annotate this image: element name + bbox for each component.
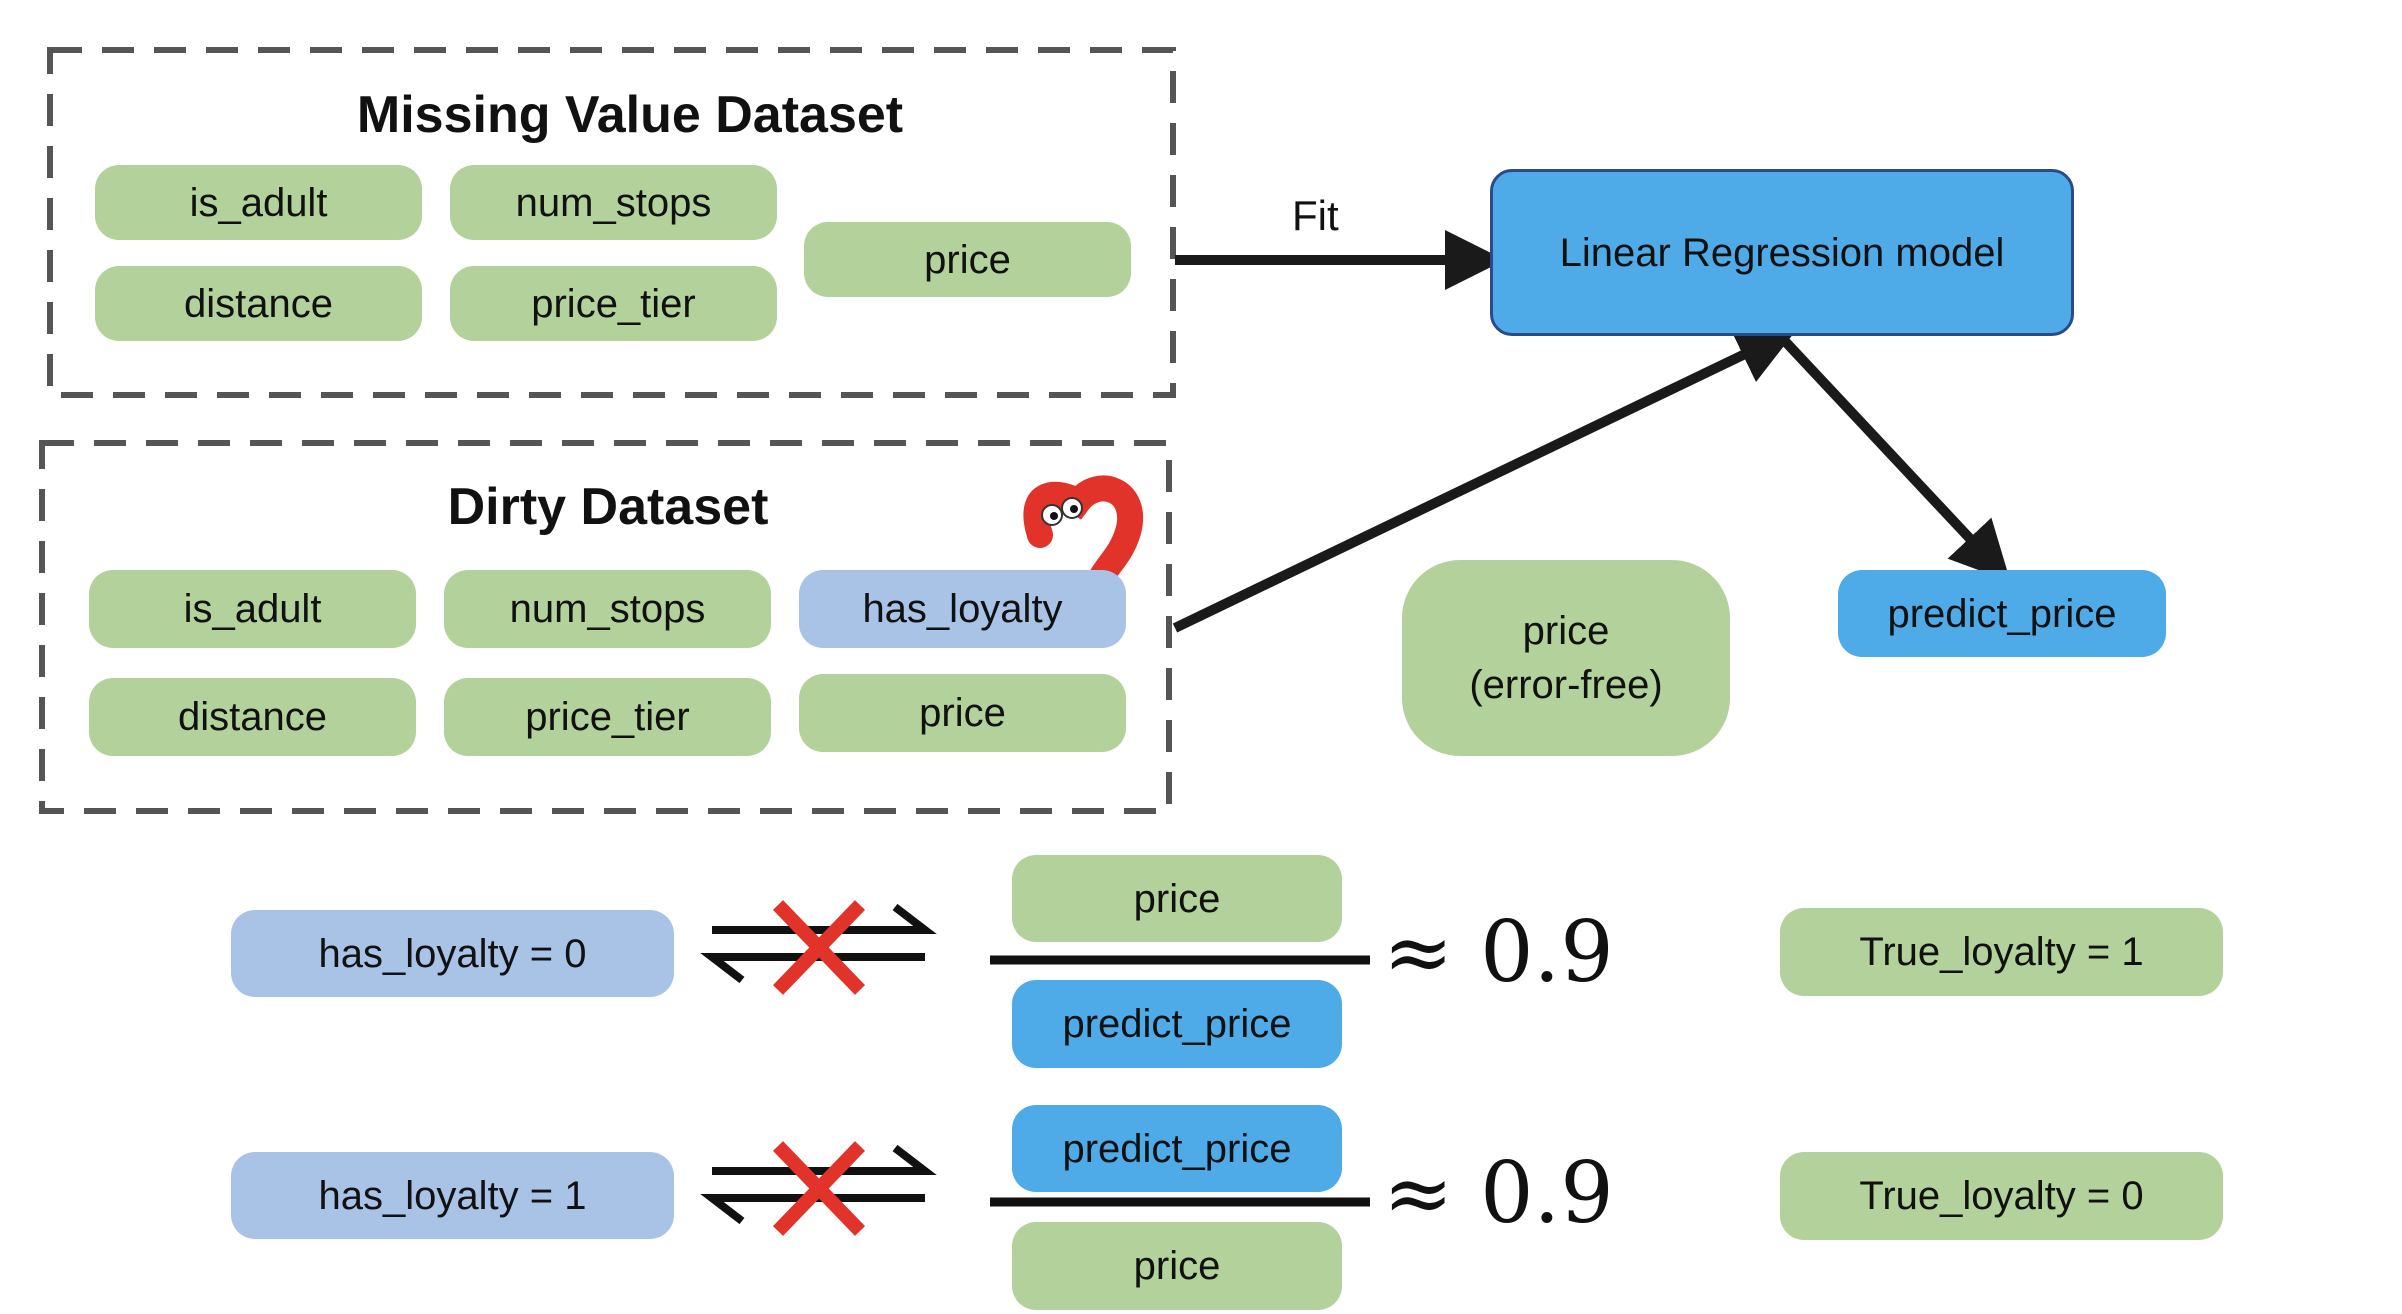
has-loyalty-1: has_loyalty = 1	[231, 1152, 674, 1239]
missing-dataset-frame	[47, 47, 1176, 398]
fit-label: Fit	[1292, 192, 1339, 239]
rule1-approx-value: ≈ 0.9	[1383, 903, 1614, 1001]
feature-price-tier: price_tier	[450, 266, 777, 341]
not-equivalent-icon	[700, 900, 937, 995]
rule2-denominator-price: price	[1012, 1222, 1342, 1310]
feature-is-adult: is_adult	[95, 165, 422, 240]
dirty-feature-num-stops: num_stops	[444, 570, 771, 648]
dirty-dataset-frame	[39, 440, 1172, 814]
price-error-free: price (error-free)	[1402, 560, 1730, 756]
feature-distance: distance	[95, 266, 422, 341]
predict-price-output: predict_price	[1838, 570, 2166, 657]
feature-num-stops: num_stops	[450, 165, 777, 240]
dirty-feature-distance: distance	[89, 678, 416, 756]
model-to-predict-arrow	[1778, 334, 2011, 582]
dirty-feature-is-adult: is_adult	[89, 570, 416, 648]
dirty-feature-has-loyalty: has_loyalty	[799, 570, 1126, 648]
dirty-feature-price-tier: price_tier	[444, 678, 771, 756]
dirty-target-price: price	[799, 674, 1126, 752]
rule2-numerator-predict-price: predict_price	[1012, 1105, 1342, 1192]
dirty-dataset-title: Dirty Dataset	[447, 478, 769, 536]
linear-regression-model: Linear Regression model	[1490, 169, 2074, 336]
target-price: price	[804, 222, 1131, 297]
missing-dataset-title: Missing Value Dataset	[356, 86, 904, 144]
true-loyalty-1: True_loyalty = 1	[1780, 908, 2223, 996]
dirty-to-model-arrow	[1172, 327, 1798, 633]
rule2-approx-value: ≈ 0.9	[1383, 1144, 1614, 1242]
rule1-numerator-price: price	[1012, 855, 1342, 942]
true-loyalty-0: True_loyalty = 0	[1780, 1152, 2223, 1240]
not-equivalent-icon	[700, 1141, 937, 1236]
rule1-denominator-predict-price: predict_price	[1012, 980, 1342, 1068]
has-loyalty-0: has_loyalty = 0	[231, 910, 674, 997]
